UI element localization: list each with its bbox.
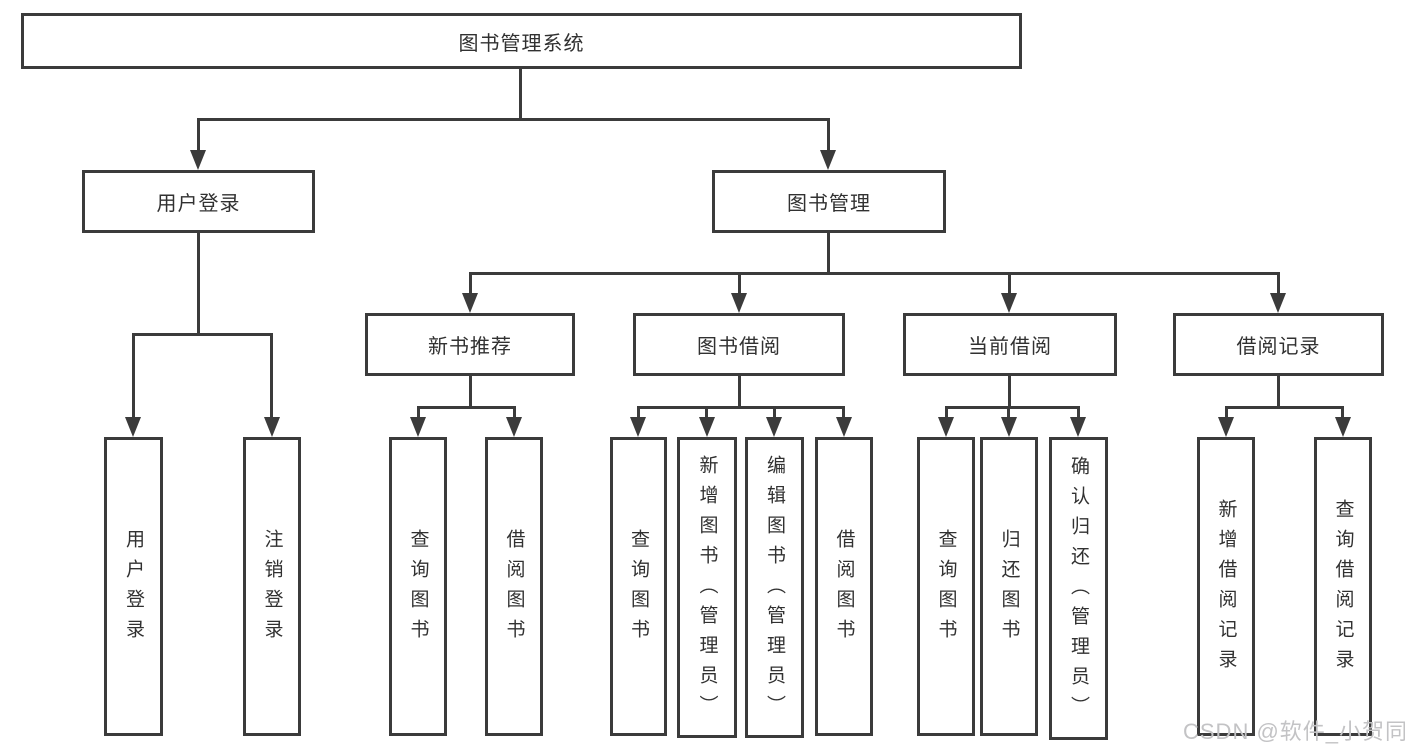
leaf-query-books-borrow-label: 查询图书 — [628, 528, 649, 649]
leaf-user-login: 用户登录 — [104, 437, 163, 736]
leaf-query-borrow-record-label: 查询借阅记录 — [1332, 498, 1354, 679]
leaf-borrow-books-recommend: 借阅图书 — [485, 437, 543, 736]
connector-line — [469, 272, 472, 298]
arrowhead — [699, 417, 715, 437]
connector-line — [738, 376, 741, 408]
connector-line — [827, 233, 830, 274]
leaf-edit-books-admin: 编辑图书（管理员） — [745, 437, 804, 738]
connector-line — [842, 406, 845, 420]
connector-line — [270, 333, 273, 421]
connector-line — [945, 406, 948, 420]
arrowhead — [190, 150, 206, 170]
arrowhead — [506, 417, 522, 437]
connector-line — [705, 406, 708, 420]
leaf-borrow-books-label: 借阅图书 — [833, 528, 855, 649]
arrowhead — [1001, 417, 1017, 437]
arrowhead — [264, 417, 280, 437]
arrowhead — [1270, 293, 1286, 313]
connector-line — [469, 376, 472, 408]
connector-line — [1077, 406, 1080, 420]
leaf-add-books-admin-label: 新增图书（管理员） — [696, 454, 718, 725]
arrowhead — [731, 293, 747, 313]
leaf-add-borrow-record-label: 新增借阅记录 — [1215, 498, 1237, 679]
node-user-login-label: 用户登录 — [156, 193, 241, 215]
connector-line — [1007, 406, 1010, 420]
node-user-login: 用户登录 — [82, 170, 315, 233]
connector-line — [417, 406, 516, 409]
leaf-borrow-books: 借阅图书 — [815, 437, 873, 736]
connector-line — [637, 406, 845, 409]
node-book-borrow: 图书借阅 — [633, 313, 845, 376]
connector-line — [738, 272, 741, 298]
leaf-query-borrow-record: 查询借阅记录 — [1314, 437, 1372, 736]
connector-line — [513, 406, 516, 420]
leaf-add-books-admin: 新增图书（管理员） — [677, 437, 737, 738]
connector-line — [1225, 406, 1228, 420]
node-book-management-label: 图书管理 — [787, 193, 871, 215]
leaf-add-borrow-record: 新增借阅记录 — [1197, 437, 1255, 736]
arrowhead — [938, 417, 954, 437]
leaf-return-books-label: 归还图书 — [998, 528, 1020, 649]
leaf-borrow-books-recommend-label: 借阅图书 — [503, 528, 525, 649]
connector-line — [197, 233, 200, 333]
connector-line — [469, 272, 1280, 275]
leaf-return-books: 归还图书 — [980, 437, 1038, 736]
leaf-query-books-recommend: 查询图书 — [389, 437, 447, 736]
connector-line — [1008, 376, 1011, 408]
node-current-borrow-label: 当前借阅 — [968, 336, 1052, 358]
leaf-confirm-return-admin: 确认归还（管理员） — [1049, 437, 1108, 740]
arrowhead — [1070, 417, 1086, 437]
connector-line — [637, 406, 640, 420]
node-root-label: 图书管理系统 — [458, 32, 585, 55]
connector-line — [1277, 272, 1280, 298]
node-new-book-recommend: 新书推荐 — [365, 313, 575, 376]
arrowhead — [1001, 293, 1017, 313]
leaf-query-books-current-label: 查询图书 — [935, 528, 957, 649]
leaf-edit-books-admin-label: 编辑图书（管理员） — [764, 454, 785, 725]
leaf-logout-label: 注销登录 — [261, 528, 283, 649]
arrowhead — [766, 417, 782, 437]
connector-line — [1341, 406, 1344, 420]
connector-line — [132, 333, 273, 336]
csdn-watermark: CSDN @软件_小贺同学 — [1183, 719, 1405, 744]
leaf-query-books-recommend-label: 查询图书 — [407, 528, 429, 649]
connector-line — [1277, 376, 1280, 408]
leaf-query-books-current: 查询图书 — [917, 437, 975, 736]
arrowhead — [1218, 417, 1234, 437]
leaf-user-login-label: 用户登录 — [123, 528, 144, 649]
arrowhead — [125, 417, 141, 437]
node-root-system: 图书管理系统 — [21, 13, 1022, 69]
node-current-borrow: 当前借阅 — [903, 313, 1117, 376]
arrowhead — [836, 417, 852, 437]
node-borrow-records-label: 借阅记录 — [1236, 336, 1321, 358]
connector-line — [827, 118, 830, 154]
arrowhead — [820, 150, 836, 170]
arrowhead — [410, 417, 426, 437]
connector-line — [945, 406, 1080, 409]
connector-line — [773, 406, 776, 420]
connector-line — [519, 68, 522, 119]
node-new-book-recommend-label: 新书推荐 — [428, 336, 512, 358]
arrowhead — [630, 417, 646, 437]
leaf-logout: 注销登录 — [243, 437, 301, 736]
arrowhead — [462, 293, 478, 313]
connector-line — [417, 406, 420, 420]
node-book-management: 图书管理 — [712, 170, 946, 233]
connector-line — [132, 333, 135, 421]
leaf-confirm-return-admin-label: 确认归还（管理员） — [1068, 455, 1089, 726]
connector-line — [1008, 272, 1011, 298]
arrowhead — [1335, 417, 1351, 437]
connector-line — [1225, 406, 1343, 409]
leaf-query-books-borrow: 查询图书 — [610, 437, 667, 736]
connector-line — [197, 118, 830, 121]
connector-line — [197, 118, 200, 154]
node-borrow-records: 借阅记录 — [1173, 313, 1384, 376]
node-book-borrow-label: 图书借阅 — [697, 336, 781, 358]
